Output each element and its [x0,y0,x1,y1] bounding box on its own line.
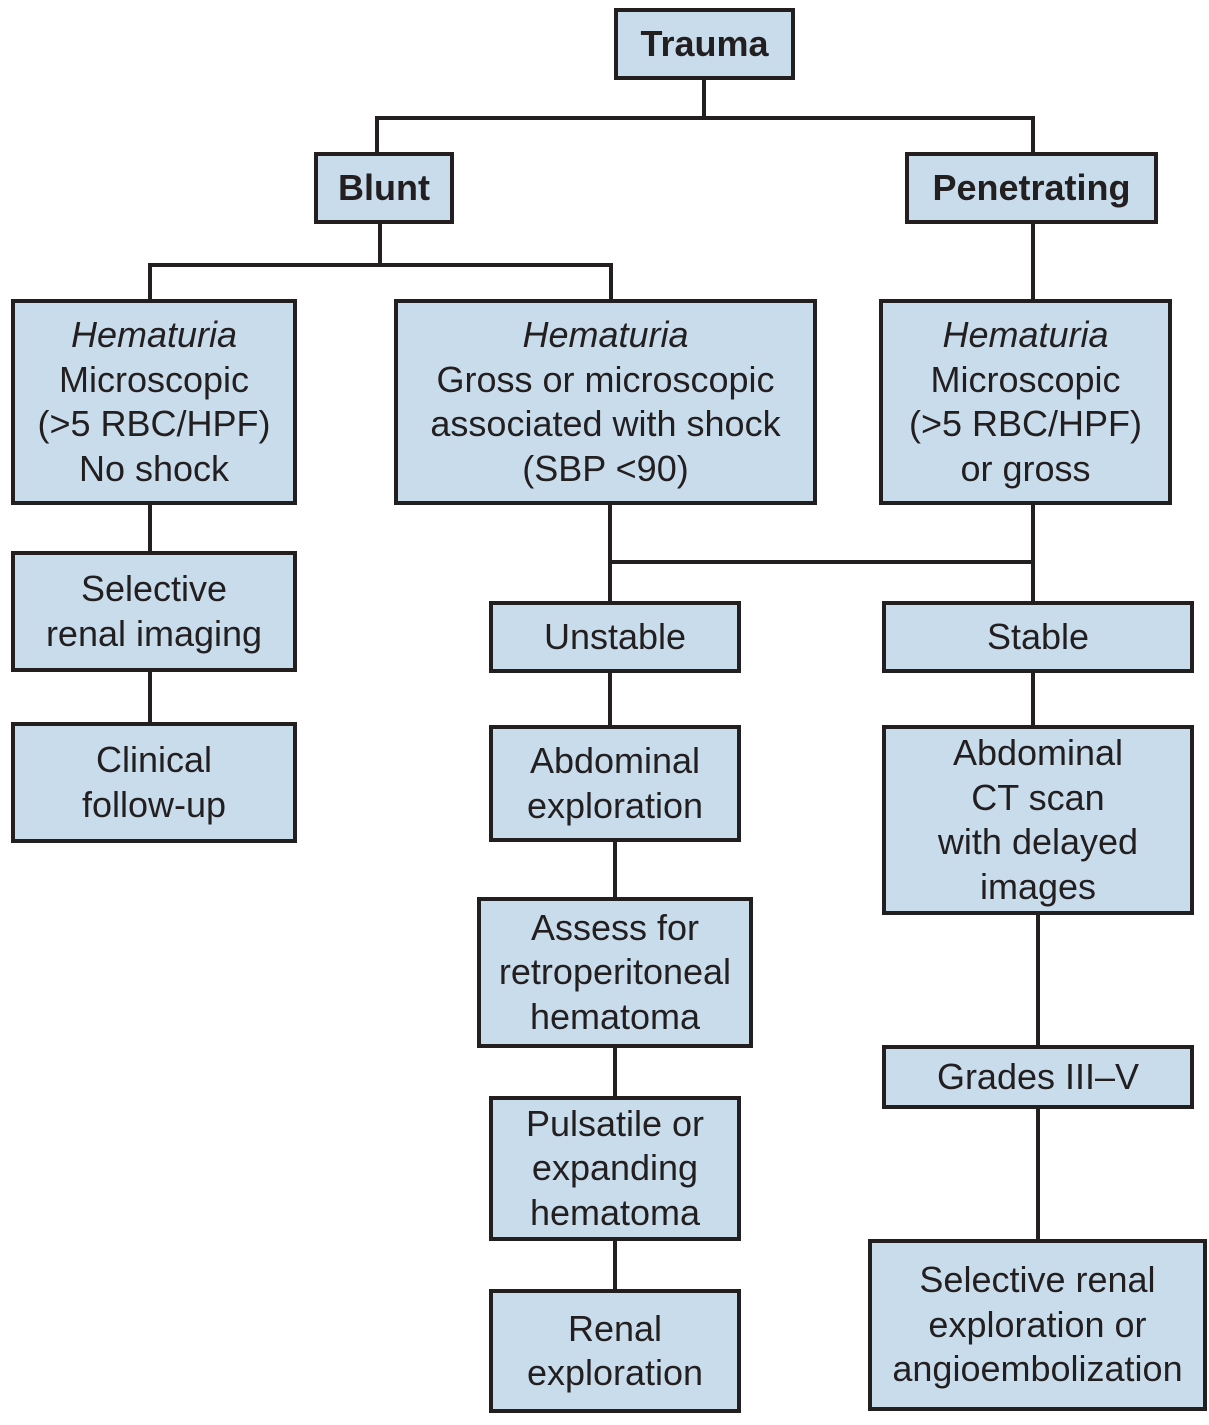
connector-blunt-branch [148,263,613,267]
node-text-line: (SBP <90) [522,447,689,489]
node-text-line: Clinical [95,739,213,780]
connector-to-hematuria-no-shock [148,263,152,301]
node-text-line: (>5 RBC/HPF) [37,403,271,444]
node-text-line: exploration [526,784,704,826]
node-trauma: Trauma [614,8,795,80]
node-stable-label: Stable [986,615,1090,657]
node-text-line: Gross or microscopic [436,358,775,400]
node-text-line: expanding [531,1147,699,1189]
connector-to-penetrating [1031,116,1035,154]
node-text-line: Renal [567,1307,663,1349]
node-hematuria-no-shock: Hematuria Microscopic (>5 RBC/HPF) No sh… [11,299,297,505]
node-text-line: CT scan [971,776,1105,818]
node-renal-exploration: Renal exploration [489,1289,741,1413]
node-text-line: follow-up [81,783,227,825]
node-assess-hematoma: Assess for retroperitoneal hematoma [477,897,753,1048]
node-blunt-label: Blunt [338,166,430,208]
hematuria-title: Hematuria [942,314,1109,355]
connector-to-blunt [375,116,379,154]
node-text-line: hematoma [529,995,701,1037]
node-penetrating: Penetrating [905,152,1158,224]
node-text-line: Selective renal [919,1259,1156,1301]
node-text-line: angioembolization [892,1348,1183,1390]
node-text-line: associated with shock [430,403,781,444]
node-penetrating-label: Penetrating [932,166,1131,208]
node-text-line: Abdominal [952,732,1124,773]
node-text-line: Microscopic [58,358,250,400]
node-text-line: retroperitoneal [498,951,732,993]
node-grades: Grades III–V [882,1045,1194,1109]
node-selective-renal-imaging: Selective renal imaging [11,551,297,672]
node-clinical-followup: Clinical follow-up [11,722,297,843]
connector-to-selective-imaging [148,505,152,553]
node-text-line: exploration [526,1352,704,1393]
node-abdominal-ct: Abdominal CT scan with delayed images [882,725,1194,915]
node-text-line: hematoma [529,1191,701,1233]
connector-shock-down [608,505,612,603]
connector-to-hematuria-shock [609,263,613,301]
node-text-line: renal imaging [45,612,263,654]
node-hematuria-penetrating: Hematuria Microscopic (>5 RBC/HPF) or gr… [879,299,1172,505]
connector-to-abdominal-ct [1031,673,1035,727]
connector-to-clinical-followup [148,672,152,724]
node-abdominal-exploration: Abdominal exploration [489,725,741,842]
connector-trauma-branch [375,116,1035,120]
node-hematuria-shock: Hematuria Gross or microscopic associate… [394,299,817,505]
node-text-line: Selective [80,568,228,609]
node-text-line: with delayed [937,821,1139,862]
node-text-line: (>5 RBC/HPF) [908,403,1143,444]
hematuria-title: Hematuria [522,314,689,355]
node-grades-label: Grades III–V [936,1055,1140,1097]
hematuria-title: Hematuria [70,314,238,355]
node-pulsatile-hematoma: Pulsatile or expanding hematoma [489,1096,741,1241]
node-text-line: Assess for [530,906,700,948]
connector-to-grades [1036,915,1040,1047]
node-unstable-label: Unstable [543,615,687,657]
node-text-line: Microscopic [930,358,1121,400]
node-blunt: Blunt [314,152,454,224]
connector-to-abdominal-exploration [608,673,612,727]
connector-to-renal-exploration [613,1241,617,1291]
connector-trauma-down [702,80,706,120]
connector-blunt-down [378,224,382,266]
connector-to-pulsatile-hematoma [613,1048,617,1098]
connector-penetrating-down [1031,224,1035,301]
node-selective-exploration: Selective renal exploration or angioembo… [868,1239,1207,1411]
node-text-line: images [979,865,1097,907]
connector-to-selective-exploration [1036,1109,1040,1241]
node-text-line: exploration or [928,1303,1147,1345]
node-text-line: No shock [78,447,230,489]
node-text-line: or gross [960,447,1091,489]
node-unstable: Unstable [489,601,741,673]
node-text-line: Abdominal [529,740,701,781]
node-text-line: Pulsatile or [525,1102,705,1144]
node-stable: Stable [882,601,1194,673]
connector-stability-branch [608,560,1035,564]
node-trauma-label: Trauma [640,22,769,64]
connector-to-assess-hematoma [613,842,617,899]
connector-penetrating-hematuria-down [1031,505,1035,603]
